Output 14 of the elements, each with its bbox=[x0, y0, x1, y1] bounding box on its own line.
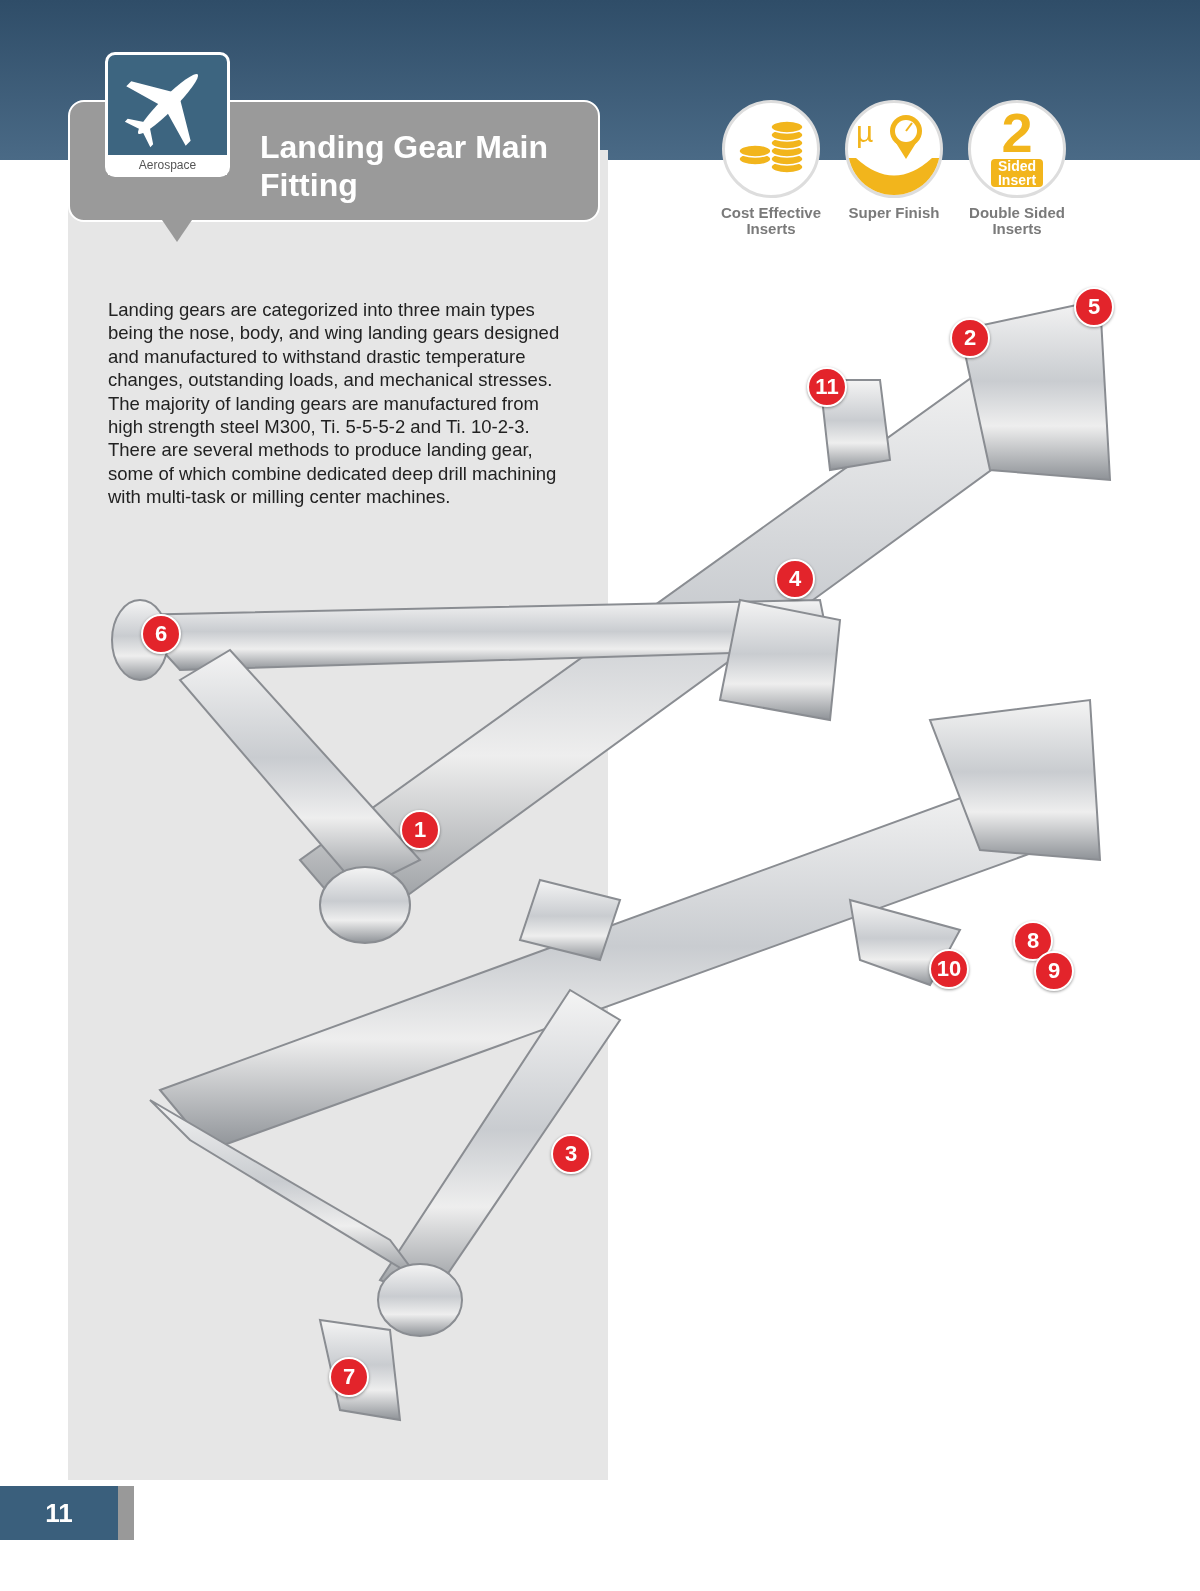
callout-number: 11 bbox=[807, 367, 847, 407]
category-label: Aerospace bbox=[108, 155, 227, 175]
title: Landing Gear Main Fitting bbox=[260, 128, 550, 204]
description-text: Landing gears are categorized into three main types being the nose, body, and wing landing gears designed and manufactured to withstand drastic temperature changes, outstanding loads, and mechanical stresses. The majority of landing gears are manufactured from high strength steel M300, Ti. 5-5-5-2 and Ti. 10-2-3. There are several methods to produce landing gear, some of which combine dedicated deep drill machining with multi-task or milling center machines. bbox=[108, 298, 561, 509]
micro-symbol: µ bbox=[856, 117, 874, 147]
callout-number: 2 bbox=[950, 318, 990, 358]
callout-number: 8 bbox=[1013, 921, 1053, 961]
feature-caption: Cost Effective Inserts bbox=[720, 205, 822, 237]
callout-number: 9 bbox=[1034, 951, 1074, 991]
feature-caption: Double Sided Inserts bbox=[968, 205, 1066, 237]
feature-caption: Super Finish bbox=[847, 205, 941, 221]
callout-number: 5 bbox=[1074, 287, 1114, 327]
page-number: 11 bbox=[0, 1486, 118, 1540]
callout-number: 10 bbox=[929, 949, 969, 989]
